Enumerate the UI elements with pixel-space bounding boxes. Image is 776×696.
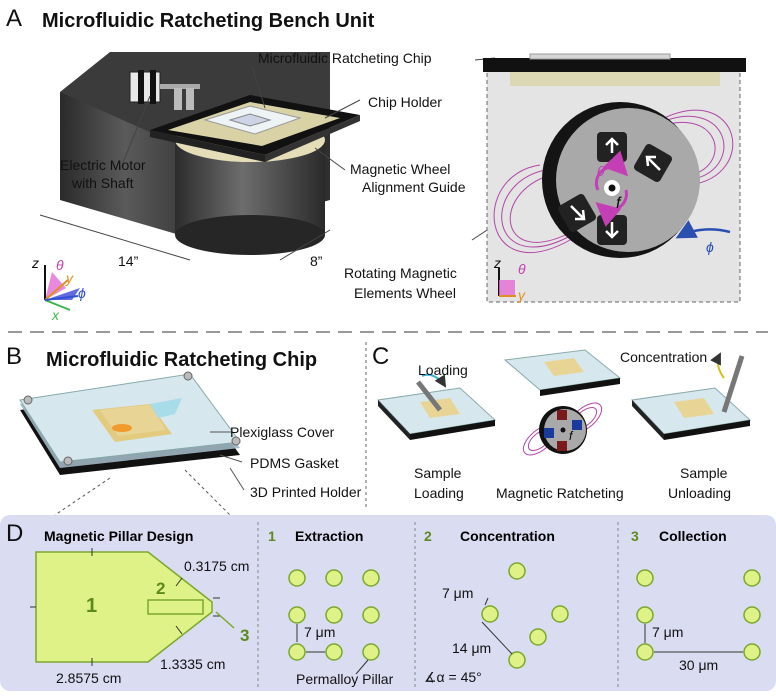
panel-c-letter: C <box>372 343 389 370</box>
motor-label-line2: with Shaft <box>71 175 134 191</box>
extraction-spacing: 7 μm <box>304 624 335 640</box>
wheel-axis-z: z <box>493 255 501 271</box>
step-3-number: 3 <box>631 528 639 544</box>
axis-x-label: x <box>51 307 60 323</box>
axes-3d-icon <box>44 265 80 311</box>
magnet-diagonal-icon <box>633 143 673 183</box>
chip-holder-label: Chip Holder <box>368 94 442 110</box>
pillar-design-title: Magnetic Pillar Design <box>44 528 193 544</box>
extraction-pillars <box>288 569 380 661</box>
panel-a-letter: A <box>6 5 22 32</box>
electric-motor <box>129 70 200 110</box>
collection-spacing-b: 30 μm <box>679 657 718 673</box>
concentration-label: Concentration <box>620 349 707 365</box>
chip-label: Microfluidic Ratcheting Chip <box>258 50 432 66</box>
collection-pillars <box>636 569 761 661</box>
guide-label-line1: Magnetic Wheel <box>350 161 450 177</box>
permalloy-pillar-label: Permalloy Pillar <box>296 671 394 687</box>
guide-label-line2: Alignment Guide <box>362 179 466 195</box>
ratcheting-wheel <box>522 402 603 456</box>
axis-y-label: y <box>65 270 74 286</box>
dimension-2-8575: 2.8575 cm <box>56 670 121 686</box>
region-3-label: 3 <box>240 626 249 645</box>
wheel-label-line1: Rotating Magnetic <box>344 265 457 281</box>
zoom-line-right <box>184 469 231 516</box>
ratchet-f-label: f <box>569 429 574 443</box>
dimension-0-3175: 0.3175 cm <box>184 558 249 574</box>
dimension-width: 8” <box>310 253 323 269</box>
sample-unloading-line2: Unloading <box>668 485 731 501</box>
panel-a-title: Microfluidic Ratcheting Bench Unit <box>42 10 375 32</box>
axis-theta-label: θ <box>56 257 64 273</box>
sample-loading-line2: Loading <box>414 485 464 501</box>
dimension-length: 14” <box>118 253 139 269</box>
pdms-gasket-label: PDMS Gasket <box>250 455 339 471</box>
wheel-axis-y: y <box>517 287 526 303</box>
magnetic-wheel-view <box>483 53 746 303</box>
concentration-spacing-b: 14 μm <box>452 640 491 656</box>
panel-d-background <box>0 515 776 691</box>
region-1-label: 1 <box>86 595 97 617</box>
magnet-down-icon <box>597 215 627 245</box>
step-2-title: Concentration <box>460 528 555 544</box>
unloading-chip <box>630 352 752 440</box>
step-2-number: 2 <box>424 528 432 544</box>
motor-label-line1: Electric Motor <box>60 157 146 173</box>
dimension-1-3335: 1.3335 cm <box>160 656 225 672</box>
loading-chip <box>376 373 497 440</box>
magnet-up-icon <box>597 132 627 162</box>
sample-unloading-line1: Sample <box>680 465 728 481</box>
collection-spacing-a: 7 μm <box>652 624 683 640</box>
bench-unit-illustration <box>60 52 360 255</box>
concentration-gap-marker <box>484 597 489 606</box>
axis-phi-label: ϕ <box>78 285 86 301</box>
wheel-f-label: f <box>616 195 622 212</box>
region-2-label: 2 <box>156 579 165 598</box>
chip-holder <box>150 95 360 162</box>
sample-loading-line1: Sample <box>414 465 462 481</box>
concentration-angle: ∡α = 45° <box>424 669 482 685</box>
plexiglass-cover-label: Plexiglass Cover <box>230 424 335 440</box>
wheel-label-line2: Elements Wheel <box>354 285 456 301</box>
concentration-spacing-a: 7 μm <box>442 585 473 601</box>
panel-b-letter: B <box>6 343 22 370</box>
step-1-number: 1 <box>268 528 276 544</box>
printed-holder-label: 3D Printed Holder <box>250 484 362 500</box>
panel-b-leaders <box>210 431 245 491</box>
wheel-phi-label: ϕ <box>706 239 714 255</box>
magnetic-ratcheting-label: Magnetic Ratcheting <box>496 485 624 501</box>
chip-illustration <box>19 371 241 475</box>
panel-b-title: Microfluidic Ratcheting Chip <box>46 349 317 371</box>
loading-label: Loading <box>418 362 468 378</box>
concentration-diagonal <box>481 621 513 655</box>
panel-d-letter: D <box>6 520 23 547</box>
ratchet-chip <box>503 349 622 396</box>
wheel-theta-label: θ <box>597 163 605 179</box>
step-1-title: Extraction <box>295 528 363 544</box>
step-3-title: Collection <box>659 528 727 544</box>
concentration-pillars <box>481 562 569 669</box>
zoom-line-left <box>54 477 111 516</box>
pillar-design-shape <box>30 548 235 666</box>
wheel-axis-theta: θ <box>518 261 526 277</box>
axis-z-label: z <box>31 255 39 271</box>
magnet-diagonal-down-icon <box>557 193 597 233</box>
pillar-leader <box>355 659 369 675</box>
